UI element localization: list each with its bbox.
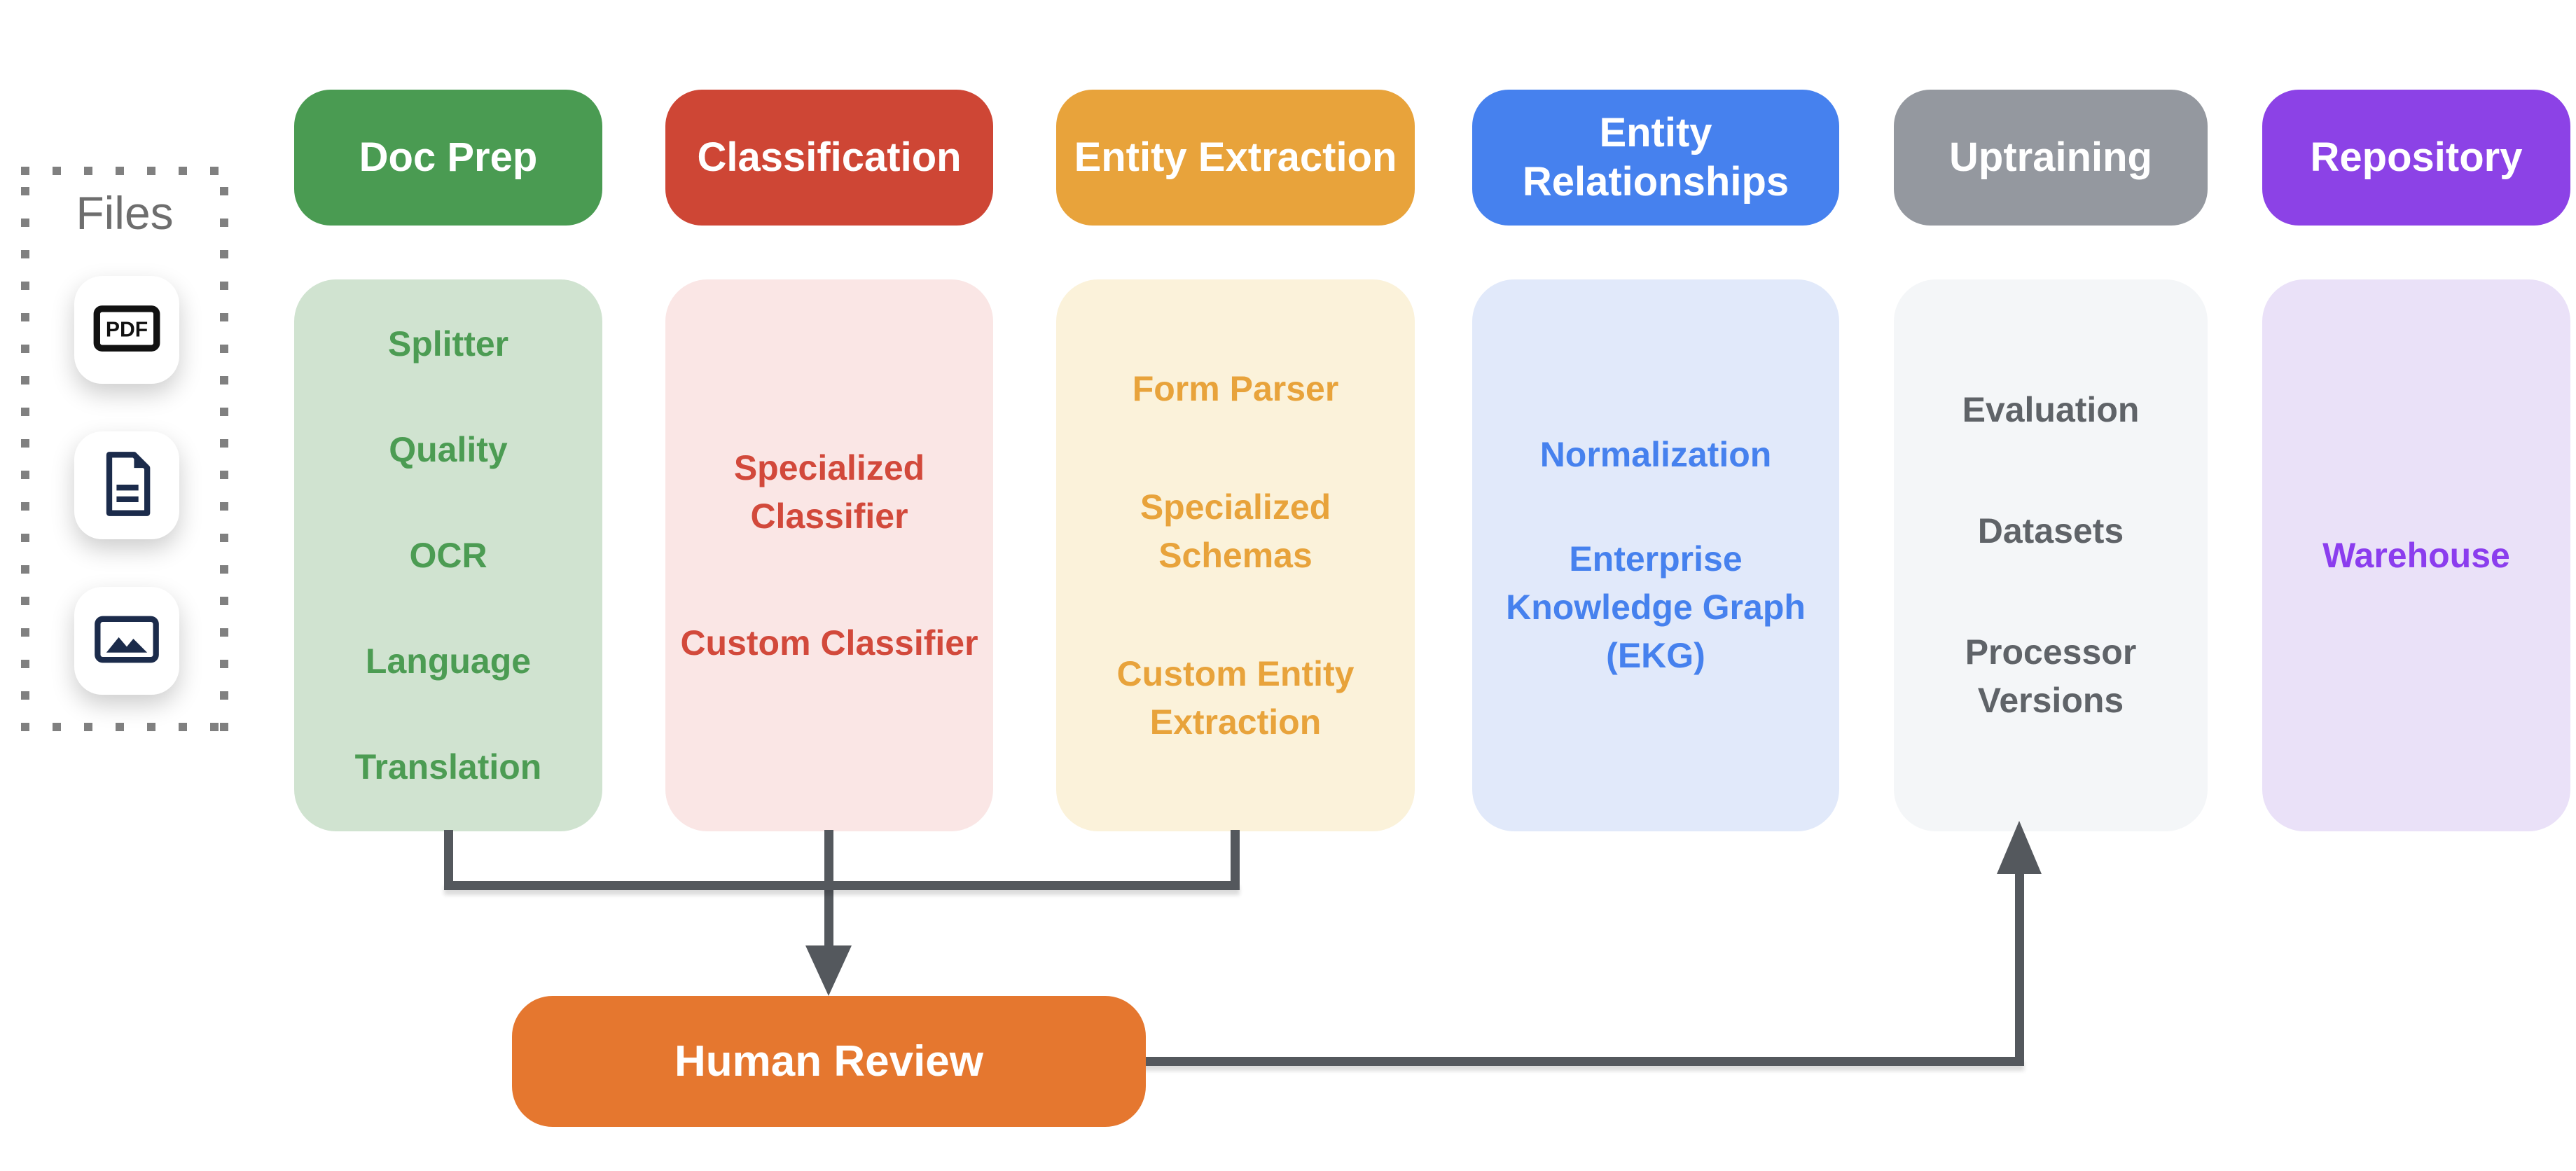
connector-human-review-to-uptraining-vertical [2015,873,2024,1066]
stage-item: Splitter [387,324,509,363]
svg-text:PDF: PDF [106,318,148,341]
arrow-up-to-uptraining-icon [1997,821,2042,874]
stage-item: Quality [389,429,508,469]
image-file-card [74,587,179,695]
connector-doc-prep-down [444,830,453,890]
stage-item: Normalization [1539,435,1772,474]
stage-item: Custom Entity Extraction [1116,653,1355,742]
stage-body-uptraining: Evaluation Datasets Processor Versions [1894,279,2208,831]
stage-item: Processor Versions [1965,632,2137,720]
stage-item: Specialized Schemas [1140,487,1331,575]
stage-body-classification: Specialized Classifier Custom Classifier [665,279,993,831]
stage-body-doc-prep: Splitter Quality OCR Language Translatio… [294,279,602,831]
stage-item: Language [365,641,532,681]
image-file-icon [92,604,162,678]
stage-header-uptraining: Uptraining [1894,90,2208,226]
stage-header-entity-relationships: Entity Relationships [1472,90,1839,226]
stage-item: Specialized Classifier [733,448,925,536]
stage-item: Translation [354,747,542,787]
stage-header-doc-prep: Doc Prep [294,90,602,226]
stage-item: Warehouse [2322,535,2510,575]
stage-item: Enterprise Knowledge Graph (EKG) [1506,539,1806,675]
human-review-node: Human Review [512,996,1146,1127]
stage-header-classification: Classification [665,90,993,226]
connector-human-review-to-uptraining-horizontal [1142,1057,2024,1066]
stage-item: Form Parser [1132,368,1339,408]
connector-join-horizontal [444,881,1240,890]
stage-body-entity-relationships: Normalization Enterprise Knowledge Graph… [1472,279,1839,831]
stage-item: Datasets [1977,511,2124,550]
stage-body-entity-extraction: Form Parser Specialized Schemas Custom E… [1056,279,1415,831]
connector-entity-extraction-down [1231,830,1240,890]
stage-item: OCR [409,535,487,575]
stage-item: Evaluation [1962,390,2140,429]
files-group-title: Files [76,187,174,239]
stage-item: Custom Classifier [680,623,978,663]
stage-body-repository: Warehouse [2262,279,2570,831]
pdf-file-card: PDF [74,276,179,384]
stage-header-entity-extraction: Entity Extraction [1056,90,1415,226]
stage-header-repository: Repository [2262,90,2570,226]
document-file-card [74,431,179,539]
pdf-file-icon: PDF [92,293,162,367]
document-file-icon [92,449,162,522]
arrow-down-to-human-review-icon [805,945,852,996]
